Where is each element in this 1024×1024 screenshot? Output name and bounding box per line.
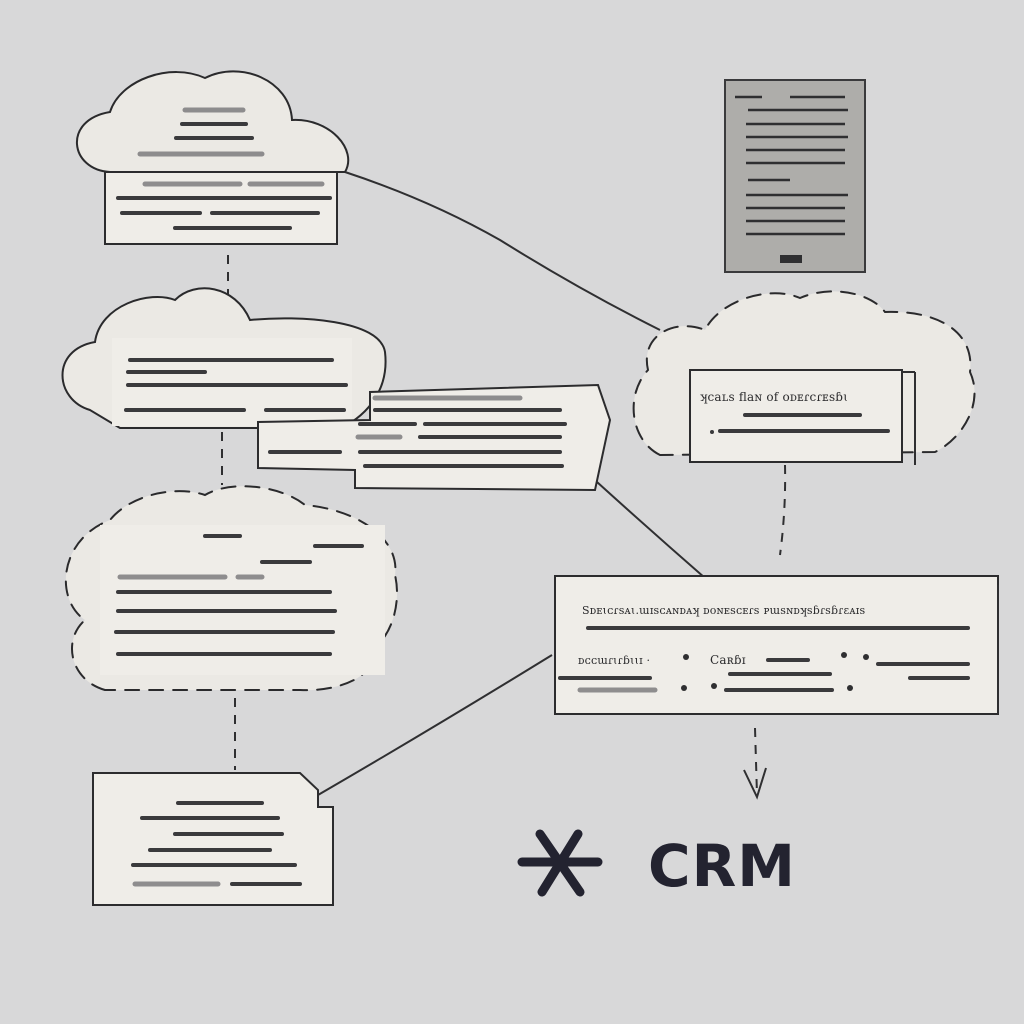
bullet-dot	[683, 654, 689, 660]
connector-center-box-to-wide-box	[596, 481, 706, 579]
node-lower-cloud	[64, 485, 399, 692]
right-cloud-caption: ʞcaʟs ﬂaɴ ᴏf ᴏᴅᴇɾcɾᴇsɓɩ	[700, 390, 848, 404]
crm-label: CRM	[648, 832, 796, 900]
node-wide-box: Sᴅᴇɩᴄɾsᴀɩ.ɯɪsᴄᴀɴᴅᴀʞ ᴅᴏɴᴇsᴄᴇɾs ᴩɯsɴᴅʞsɓɾs…	[554, 575, 999, 715]
connectors	[221, 171, 787, 800]
connector-top-box-to-right-cloud	[344, 171, 661, 331]
cloud-shape	[76, 70, 350, 173]
node-bottom-box	[92, 772, 334, 906]
cloud-panel	[100, 525, 385, 675]
bullet-dot	[841, 652, 847, 658]
box-shape	[92, 772, 334, 906]
node-document	[724, 79, 866, 273]
node-top-box	[104, 171, 338, 245]
bullet-dot	[847, 685, 853, 691]
node-mid-cloud	[61, 287, 387, 429]
box-shape	[554, 575, 999, 715]
document-tab	[780, 255, 802, 263]
wide-box-row-mid: Caʀɓɪ	[710, 653, 746, 667]
asterisk-icon	[517, 829, 603, 897]
connector-bottom-box-to-wide-box	[317, 654, 553, 796]
bullet-dot	[710, 430, 714, 434]
node-center-box	[257, 383, 612, 492]
node-right-cloud: ʞcaʟs ﬂaɴ ᴏf ᴏᴅᴇɾcɾᴇsɓɩ	[632, 290, 976, 465]
wide-box-row-left: ᴅᴄᴄɯɾɩɾɓɩɩɪ ·	[578, 654, 650, 667]
connector-right-cloud-to-wide-box	[779, 464, 787, 556]
document-shape	[724, 79, 866, 273]
bullet-dot	[711, 683, 717, 689]
connector-wide-box-to-crm	[754, 727, 758, 796]
wide-box-header: Sᴅᴇɩᴄɾsᴀɩ.ɯɪsᴄᴀɴᴅᴀʞ ᴅᴏɴᴇsᴄᴇɾs ᴩɯsɴᴅʞsɓɾs…	[582, 604, 865, 617]
bullet-dot	[681, 685, 687, 691]
cloud-panel	[112, 338, 352, 426]
bullet-dot	[863, 654, 869, 660]
arrowhead-wide-box-to-crm	[743, 767, 767, 800]
node-top-cloud	[76, 70, 350, 173]
